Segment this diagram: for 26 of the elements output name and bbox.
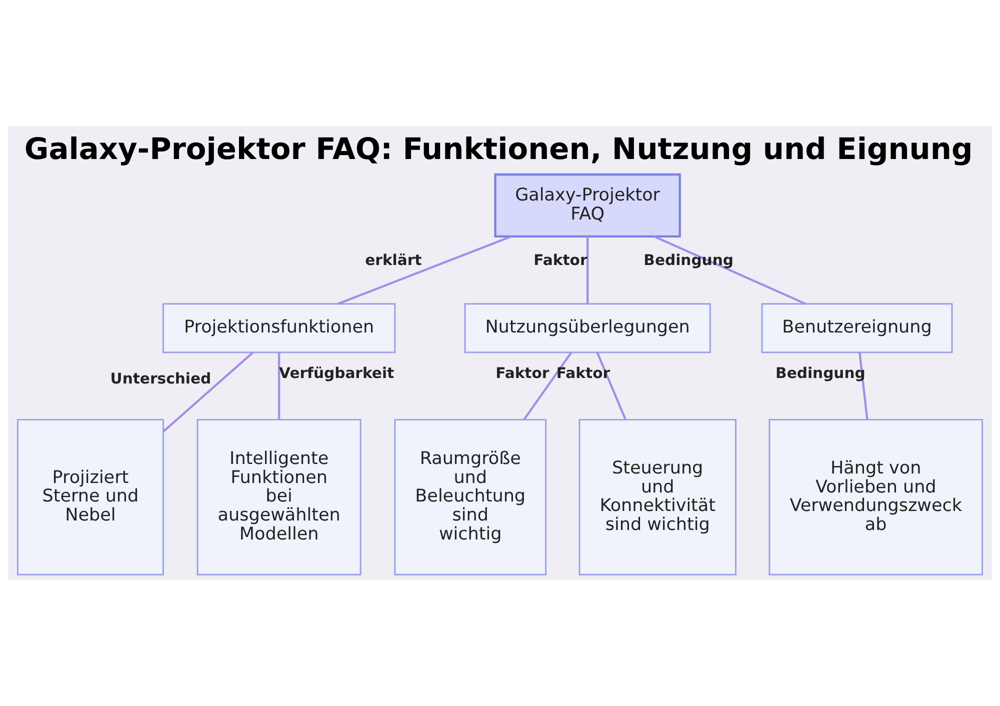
node-box: Intelligente Funktionen bei ausgewählten Modellen: [196, 418, 362, 576]
node-box: Steuerung und Konnektivität sind wichtig: [578, 418, 736, 576]
edge-label: erklärt: [365, 252, 422, 270]
connector: [596, 352, 626, 420]
node-box: Projektionsfunktionen: [162, 303, 396, 354]
edge-label: Faktor: [556, 364, 610, 382]
node-box: Raumgröße und Beleuchtung sind wichtig: [394, 418, 547, 576]
connector: [278, 352, 280, 420]
node-box: Hängt von Vorlieben und Verwendungszweck ab: [768, 418, 984, 576]
edge-label: Faktor: [496, 364, 550, 382]
connector: [162, 352, 254, 432]
edge-label: Faktor: [534, 252, 588, 270]
edge-label: Unterschied: [110, 370, 212, 388]
connector: [858, 352, 868, 420]
node-box: Benutzereignung: [761, 303, 953, 354]
diagram-title: Galaxy-Projektor FAQ: Funktionen, Nutzung und Eignung: [24, 131, 973, 166]
connector: [586, 236, 589, 304]
node-box: Projiziert Sterne und Nebel: [16, 418, 164, 576]
edge-label: Verfügbarkeit: [279, 364, 394, 382]
node-box: Nutzungsüberlegungen: [464, 303, 711, 354]
connector: [654, 235, 806, 305]
node-box: Galaxy-Projektor FAQ: [494, 173, 681, 238]
edge-label: Bedingung: [776, 364, 866, 382]
edge-label: Bedingung: [644, 252, 734, 270]
connector: [523, 352, 572, 420]
connector: [338, 235, 512, 305]
